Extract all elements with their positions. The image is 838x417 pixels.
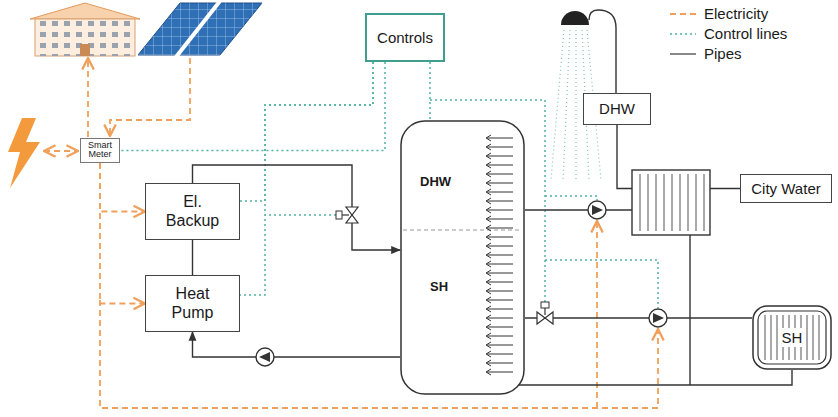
node-label: El. Backup — [158, 193, 227, 230]
pv-gap — [176, 1, 220, 57]
heating-coil — [486, 135, 513, 375]
valve-stem — [544, 308, 545, 315]
pump-symbol — [653, 313, 664, 323]
legend-label: Control lines — [704, 25, 787, 42]
legend-row: Control lines — [668, 24, 787, 44]
legend-sample — [668, 28, 698, 40]
tank-shell — [401, 121, 524, 394]
radiator: SH — [752, 305, 832, 370]
controller-box: Controls — [365, 13, 445, 62]
node-label: City Water — [751, 180, 820, 197]
pump-symbol — [588, 201, 606, 219]
electricity-line — [596, 221, 598, 408]
control-line — [545, 260, 658, 308]
valve-stem — [342, 214, 349, 215]
zone-label: DHW — [420, 175, 451, 190]
pump-symbol — [259, 352, 270, 362]
control-line — [240, 62, 373, 295]
process-box: Heat Pump — [145, 275, 240, 332]
legend: ElectricityControl linesPipes — [668, 4, 787, 64]
heat-exchanger-plates — [640, 174, 704, 231]
radiator-outline — [758, 311, 826, 364]
radiator-outline — [753, 306, 831, 369]
control-line — [240, 62, 373, 201]
house-windows — [35, 19, 135, 56]
control-line — [265, 214, 336, 216]
shower-head — [561, 11, 589, 25]
grid-lightning — [8, 118, 40, 188]
zone-label: SH — [430, 280, 448, 295]
legend-sample-line — [670, 13, 696, 15]
pipe — [589, 10, 616, 93]
pipe — [193, 332, 401, 357]
meter-box: Smart Meter — [80, 138, 120, 163]
electricity-line — [87, 58, 89, 137]
stratification-line — [403, 230, 522, 231]
control-line — [545, 196, 597, 200]
electricity-line — [100, 163, 145, 212]
supply-box: City Water — [740, 174, 832, 203]
pump-symbol — [592, 205, 603, 215]
house-door — [80, 44, 90, 56]
legend-row: Electricity — [668, 4, 787, 24]
pipe — [192, 240, 193, 275]
legend-sample — [668, 48, 698, 60]
storage-tank: DHW SH — [400, 120, 525, 395]
outlet-box: DHW — [583, 93, 651, 125]
pipe — [689, 235, 690, 385]
node-label: Smart Meter — [83, 141, 117, 160]
electricity-line — [100, 163, 145, 304]
node-label: SH — [778, 328, 807, 347]
radiator-fins — [765, 315, 819, 360]
electricity-line — [44, 150, 78, 152]
valve-actuator — [541, 302, 549, 308]
node-label: Controls — [377, 29, 433, 46]
legend-row: Pipes — [668, 44, 787, 64]
control-line — [429, 62, 431, 120]
process-box: El. Backup — [145, 183, 240, 240]
node-label: DHW — [599, 100, 635, 117]
house-roof — [30, 3, 140, 19]
legend-label: Electricity — [704, 5, 768, 22]
node-label: Heat Pump — [158, 285, 227, 322]
electricity-line — [110, 58, 190, 136]
pipe — [525, 209, 632, 210]
legend-sample-line — [670, 53, 696, 54]
control-line — [120, 62, 385, 150]
pipe — [525, 317, 752, 318]
valve-actuator — [336, 211, 342, 219]
legend-sample — [668, 8, 698, 20]
legend-label: Pipes — [704, 45, 742, 62]
tank-shape — [400, 120, 525, 395]
pump-symbol — [649, 309, 667, 327]
heat-exchanger — [632, 170, 710, 235]
legend-sample-line — [670, 33, 696, 35]
house-body — [35, 19, 135, 56]
pump-symbol — [256, 348, 274, 366]
